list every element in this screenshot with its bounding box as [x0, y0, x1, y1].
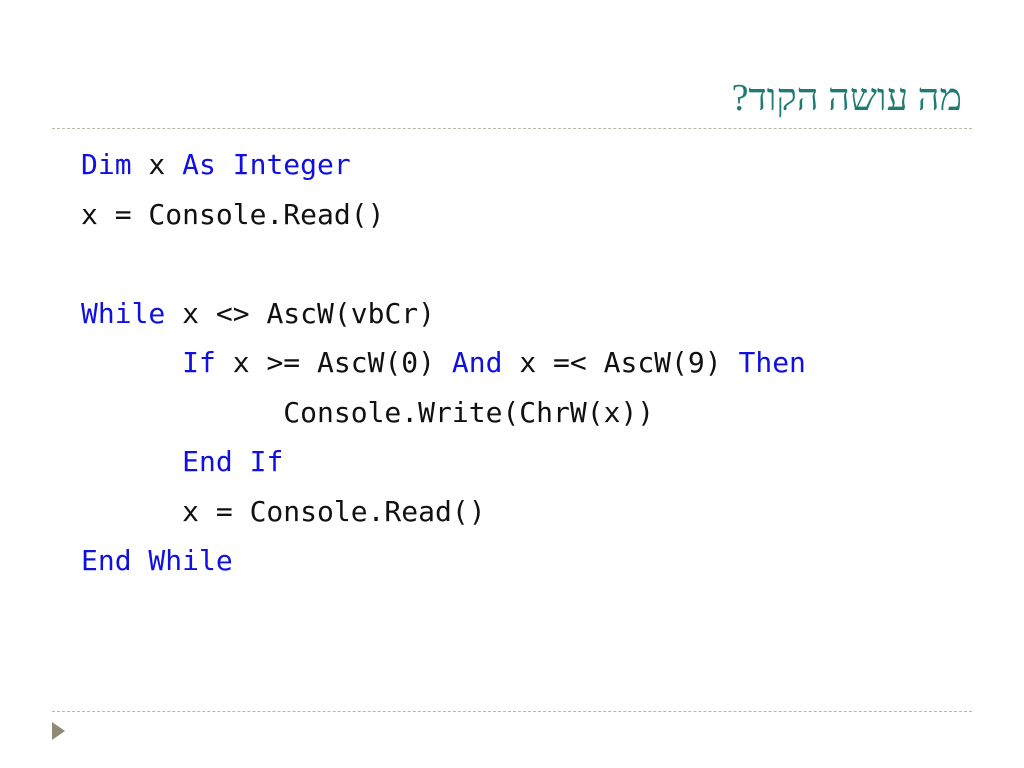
code-text [81, 346, 182, 379]
code-line: x = Console.Read() [81, 487, 806, 537]
code-text: x >= AscW(0) [215, 346, 452, 379]
code-text: x =< AscW(9) [502, 346, 739, 379]
code-line: While x <> AscW(vbCr) [81, 289, 806, 339]
code-keyword: If [182, 346, 216, 379]
title-divider [52, 128, 972, 129]
code-keyword: As [182, 148, 216, 181]
code-line: End While [81, 536, 806, 586]
code-line: Console.Write(ChrW(x)) [81, 388, 806, 438]
code-text: Console.Write(ChrW(x)) [81, 395, 655, 429]
code-keyword: End While [81, 544, 233, 577]
code-line: If x >= AscW(0) And x =< AscW(9) Then [81, 338, 806, 388]
triangle-right-icon[interactable] [52, 722, 65, 740]
code-text [81, 445, 182, 478]
code-keyword: End If [182, 445, 284, 478]
code-line: End If [81, 437, 806, 487]
code-text: x <> AscW(vbCr) [165, 296, 436, 330]
code-keyword: While [81, 296, 166, 330]
code-line: x = Console.Read() [81, 190, 806, 240]
code-keyword: Integer [232, 148, 351, 181]
code-line: Dim x As Integer [81, 140, 806, 190]
code-block: Dim x As Integer x = Console.Read() While … [81, 140, 806, 586]
code-text: x [131, 148, 183, 181]
code-text: x = Console.Read() [81, 197, 385, 231]
code-keyword: Then [738, 346, 806, 379]
slide-title: מה עושה הקוד? [731, 77, 962, 119]
footer-divider [52, 711, 972, 712]
code-text: x = Console.Read() [81, 494, 486, 528]
code-line [81, 239, 806, 289]
code-keyword: And [451, 346, 503, 379]
code-keyword: Dim [81, 148, 132, 181]
code-text [216, 148, 233, 181]
